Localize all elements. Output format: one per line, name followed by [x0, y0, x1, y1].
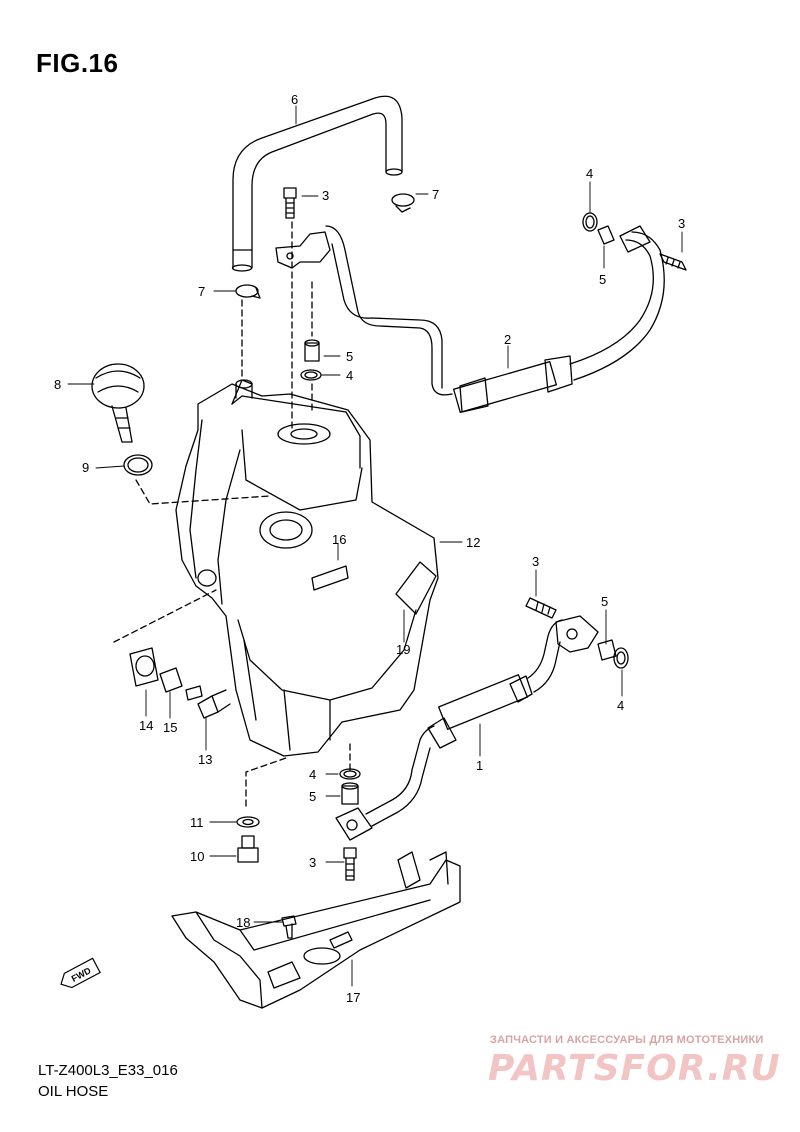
- bolt-13: [185, 685, 231, 719]
- drain-plug-10: [237, 835, 259, 863]
- callout-5-top-right: 5: [599, 272, 606, 287]
- callout-5-right: 5: [601, 594, 608, 609]
- fwd-arrow-icon: FWD: [60, 957, 101, 989]
- callout-3-right: 3: [532, 554, 539, 569]
- callout-7-right: 7: [432, 187, 439, 202]
- callout-5-center: 5: [346, 349, 353, 364]
- oring-4-top-right: [582, 212, 598, 232]
- clip-18: [281, 915, 297, 939]
- callout-3-top-right: 3: [678, 216, 685, 231]
- callout-19: 19: [396, 642, 410, 657]
- callout-4-lower: 4: [309, 767, 316, 782]
- oring-4-lower: [339, 768, 361, 780]
- callout-5-lower: 5: [309, 789, 316, 804]
- callout-1: 1: [476, 758, 483, 773]
- watermark-subtitle: ЗАПЧАСТИ И АКСЕССУАРЫ ДЛЯ МОТОТЕХНИКИ: [490, 1034, 764, 1046]
- callout-4-top-right: 4: [586, 166, 593, 181]
- washer-11: [236, 816, 260, 828]
- leader-lines: [67, 105, 683, 987]
- bolt-3-lower: [343, 847, 357, 881]
- callout-8: 8: [54, 377, 61, 392]
- oil-hose-2: [275, 225, 665, 413]
- figure-title: FIG.16: [36, 48, 119, 78]
- oil-tank-12: [175, 379, 439, 757]
- clip-7-right: [391, 193, 415, 213]
- callout-3-top: 3: [322, 188, 329, 203]
- washer-5-top-right: [597, 225, 615, 245]
- callout-14: 14: [139, 718, 153, 733]
- bolt-3-top-right: [659, 253, 687, 271]
- oil-hose-1: [335, 615, 599, 841]
- lower-cover-17: [171, 851, 461, 1009]
- diagram-caption: OIL HOSE: [38, 1083, 109, 1100]
- oring-4-center: [300, 369, 322, 381]
- callout-12: 12: [466, 535, 480, 550]
- washer-5-right: [597, 639, 617, 661]
- callout-13: 13: [198, 752, 212, 767]
- leader-lines-dashed: [113, 221, 351, 807]
- callout-2: 2: [504, 332, 511, 347]
- bolt-3-top: [283, 187, 297, 219]
- callout-10: 10: [190, 849, 204, 864]
- oring-4-right: [613, 647, 629, 669]
- diagram-code: LT-Z400L3_E33_016: [38, 1062, 178, 1079]
- callout-11: 11: [190, 815, 204, 830]
- washer-5-center: [304, 339, 320, 362]
- bolt-3-right: [525, 597, 557, 619]
- washer-5-lower: [341, 782, 359, 805]
- callout-16: 16: [332, 532, 346, 547]
- callout-9: 9: [82, 460, 89, 475]
- callout-6: 6: [291, 92, 298, 107]
- oring-9: [123, 454, 153, 476]
- callout-labels: 6 3 7 4 3 5 2 5 4 7 8 9 12 16 19 14 15 1…: [54, 92, 685, 1005]
- vent-hose-6: [231, 95, 403, 272]
- clip-7-left: [235, 284, 261, 299]
- callout-4-right: 4: [617, 698, 624, 713]
- callout-18: 18: [236, 915, 250, 930]
- watermark-logo: PARTSFOR.RU: [488, 1048, 781, 1089]
- callout-3-lower: 3: [309, 855, 316, 870]
- callout-4-center: 4: [346, 368, 353, 383]
- filler-cap-8: [91, 363, 145, 443]
- callout-17: 17: [346, 990, 360, 1005]
- callout-15: 15: [163, 720, 177, 735]
- callout-7-left: 7: [198, 284, 205, 299]
- grommet-14: [129, 647, 159, 687]
- collar-15: [159, 667, 183, 693]
